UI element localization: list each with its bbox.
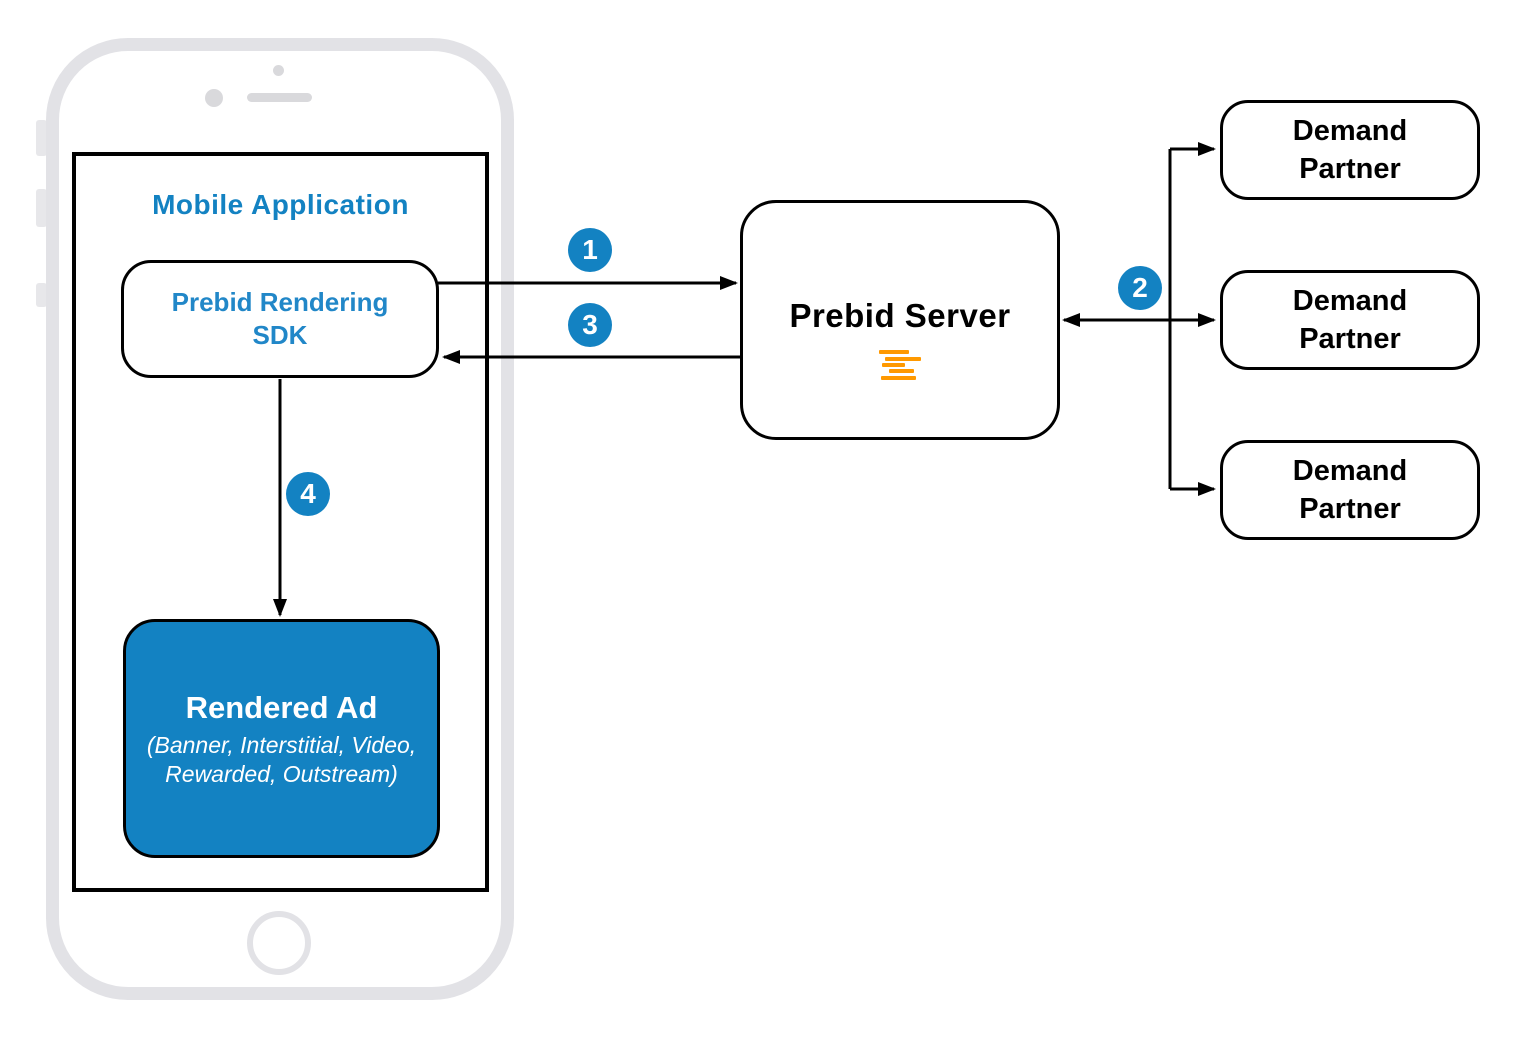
demand-partner-3-label-line1: Demand — [1292, 455, 1408, 487]
step-badge-4: 4 — [286, 472, 330, 516]
phone-volume-down-button — [36, 283, 47, 307]
prebid-server-box: Prebid Server — [740, 200, 1060, 440]
demand-partner-box-1: Demand Partner — [1220, 100, 1480, 200]
prebid-logo-bar — [885, 357, 921, 361]
phone-front-camera-icon — [205, 89, 223, 107]
demand-partner-2-label-line2: Partner — [1299, 323, 1401, 355]
prebid-logo-bar — [881, 376, 916, 380]
rendered-ad-subtitle-line1: (Banner, Interstitial, Video, — [146, 731, 417, 758]
demand-partner-2-label-line1: Demand — [1292, 285, 1408, 317]
phone-mute-switch — [36, 120, 47, 156]
demand-partner-1-label-line2: Partner — [1299, 153, 1401, 185]
rendered-ad-subtitle-line2: Rewarded, Outstream) — [165, 760, 398, 787]
prebid-server-label: Prebid Server — [789, 297, 1011, 334]
prebid-rendering-sdk-box: Prebid Rendering SDK — [121, 260, 439, 378]
step-badge-2: 2 — [1118, 266, 1162, 310]
prebid-logo-icon — [877, 350, 923, 381]
demand-partner-3-label-line2: Partner — [1299, 493, 1401, 525]
mobile-application-title: Mobile Application — [152, 189, 409, 220]
prebid-logo-bar — [879, 350, 909, 354]
step-badge-1: 1 — [568, 228, 612, 272]
rendered-ad-subtitle: (Banner, Interstitial, Video, Rewarded, … — [147, 731, 416, 789]
demand-partner-1-label-line1: Demand — [1292, 115, 1408, 147]
rendered-ad-title: Rendered Ad — [185, 689, 378, 725]
phone-camera-dot-icon — [273, 65, 284, 76]
phone-volume-up-button — [36, 189, 47, 227]
demand-partner-box-3: Demand Partner — [1220, 440, 1480, 540]
rendered-ad-box: Rendered Ad (Banner, Interstitial, Video… — [123, 619, 440, 858]
prebid-logo-bar — [889, 369, 914, 373]
phone-speaker-icon — [247, 93, 312, 102]
prebid-rendering-sdk-label-line1: Prebid Rendering — [171, 287, 389, 317]
phone-home-button — [247, 911, 311, 975]
prebid-rendering-sdk-label-line2: SDK — [252, 320, 308, 350]
step-badge-3: 3 — [568, 303, 612, 347]
demand-partner-box-2: Demand Partner — [1220, 270, 1480, 370]
prebid-logo-bar — [882, 363, 905, 367]
